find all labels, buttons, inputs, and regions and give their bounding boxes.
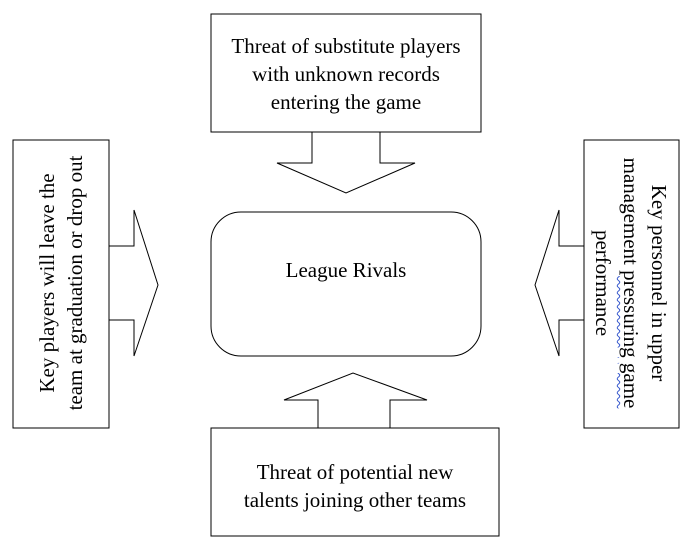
spellcheck-word-2: game [619,362,643,409]
left-text: Key players will leave the team at gradu… [35,155,87,411]
top-label: Threat of substitute players with unknow… [222,22,470,126]
left-label: Key players will leave the team at gradu… [17,153,105,413]
right-text: Key personnel in upper management pressu… [591,157,671,409]
left-box [12,139,110,429]
top-box [210,13,482,133]
top-text: Threat of substitute players with unknow… [231,34,461,114]
center-box [210,211,482,357]
top-arrow [276,131,416,194]
left-arrow [108,209,159,357]
center-text: League Rivals [285,258,407,282]
right-label: Key personnel in upper management pressu… [587,153,675,413]
right-arrow [534,209,585,357]
right-box [583,139,680,429]
center-label: League Rivals [214,250,478,290]
bottom-label: Threat of potential new talents joining … [228,456,482,516]
bottom-text: Threat of potential new talents joining … [243,460,467,512]
bottom-arrow [283,372,428,429]
spellcheck-word-1: pressuring [619,270,643,358]
